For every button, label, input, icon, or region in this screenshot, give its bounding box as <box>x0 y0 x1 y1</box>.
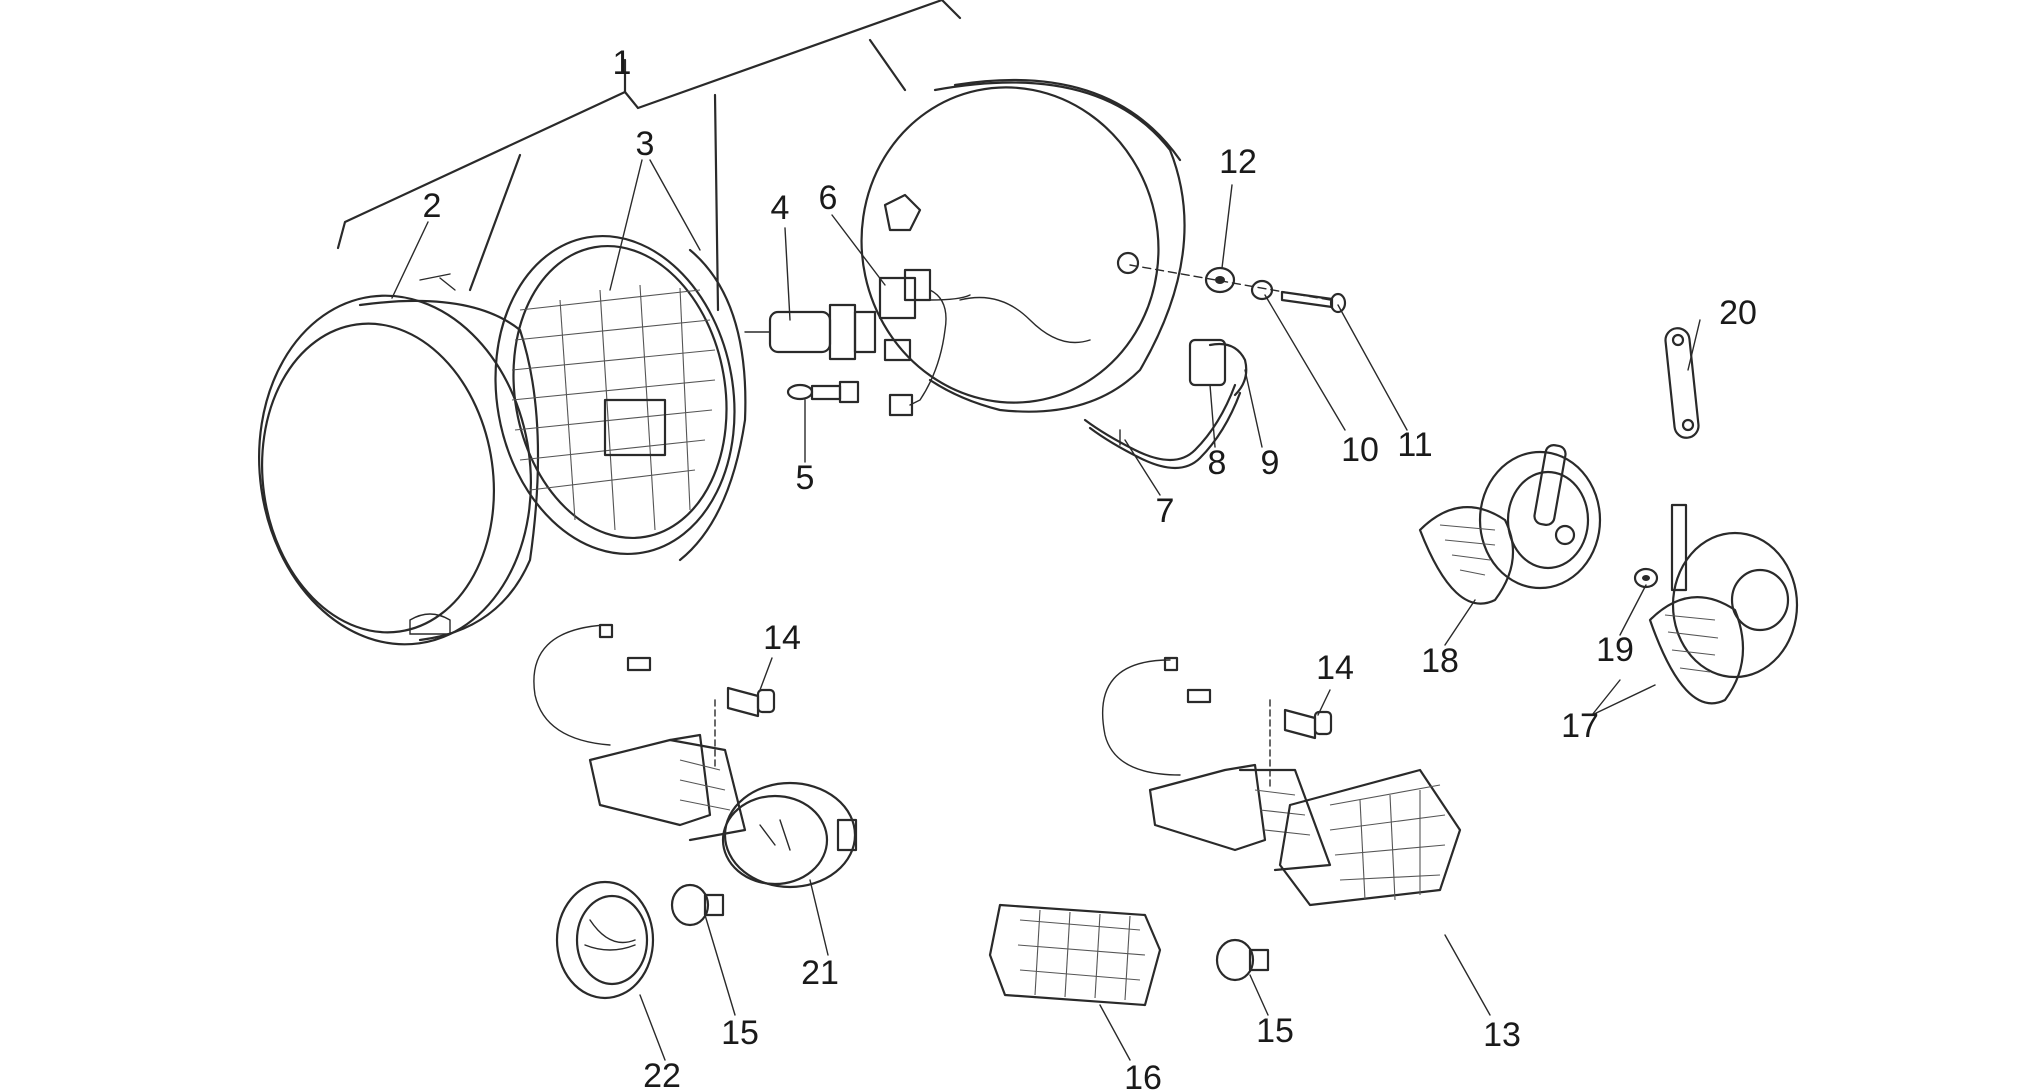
callout-10: 10 <box>1341 431 1379 469</box>
leader-lines <box>391 159 1701 1061</box>
headlight-lens <box>494 235 747 562</box>
headlight-shell <box>860 78 1186 413</box>
callout-11: 11 <box>1397 426 1432 464</box>
callout-22: 22 <box>643 1057 681 1091</box>
bulb-socket <box>878 268 971 417</box>
callout-19: 19 <box>1596 631 1634 669</box>
turn-signal-left <box>533 623 858 1000</box>
callout-18: 18 <box>1421 642 1459 680</box>
callout-20: 20 <box>1719 294 1757 332</box>
horn-bracket <box>1664 327 1700 439</box>
callout-7: 7 <box>1156 492 1175 530</box>
callout-13: 13 <box>1483 1016 1521 1054</box>
callout-5: 5 <box>796 459 815 497</box>
callout-1: 1 <box>613 44 632 82</box>
horn-front <box>1418 444 1602 605</box>
callout-8: 8 <box>1208 444 1227 482</box>
callout-15-right: 15 <box>1256 1012 1294 1050</box>
callout-16: 16 <box>1124 1059 1162 1091</box>
callout-3: 3 <box>636 125 655 163</box>
assembly-bracket <box>336 0 962 312</box>
turn-signal-right <box>988 656 1462 1007</box>
mounting-fasteners <box>1129 264 1347 314</box>
callout-15-left: 15 <box>721 1014 759 1052</box>
callout-14-right: 14 <box>1316 649 1354 687</box>
callout-9: 9 <box>1261 444 1280 482</box>
callout-14-left: 14 <box>763 619 801 657</box>
callout-21: 21 <box>801 954 839 992</box>
callout-4: 4 <box>771 189 790 227</box>
headlight-rim <box>258 273 540 646</box>
wiring-harness <box>1083 338 1248 469</box>
callout-labels: 1 2 3 4 5 6 7 8 9 10 11 12 13 14 14 15 1… <box>423 44 1757 1091</box>
horn-rear <box>1633 503 1799 705</box>
callout-2: 2 <box>423 187 442 225</box>
callout-12: 12 <box>1219 143 1257 181</box>
callout-17: 17 <box>1561 707 1599 745</box>
callout-6: 6 <box>819 179 838 217</box>
headlight-bulb <box>744 303 877 361</box>
parking-bulb <box>786 380 860 404</box>
